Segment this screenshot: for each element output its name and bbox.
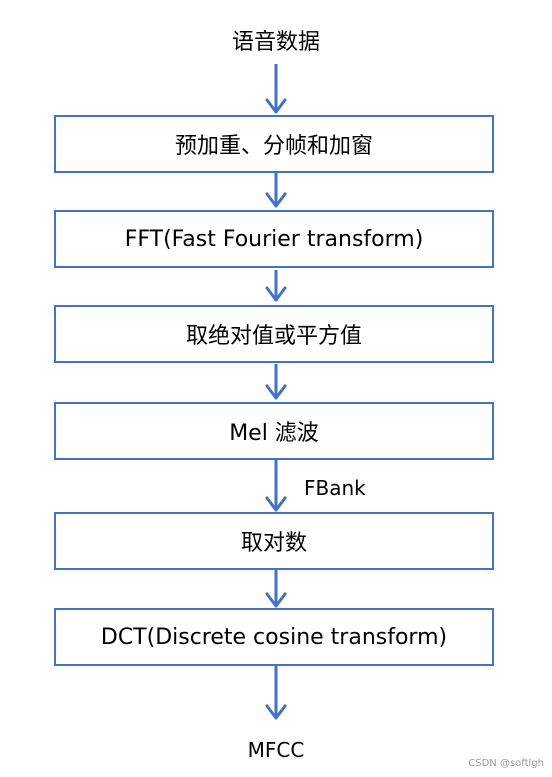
step-preemphasis-framing-windowing: 预加重、分帧和加窗 bbox=[54, 115, 494, 173]
output-label: MFCC bbox=[247, 738, 305, 762]
watermark: CSDN @softlgh bbox=[468, 758, 544, 769]
input-label: 语音数据 bbox=[231, 30, 320, 55]
step-fft: FFT(Fast Fourier transform) bbox=[54, 210, 494, 268]
step-dct: DCT(Discrete cosine transform) bbox=[54, 608, 494, 666]
step-log: 取对数 bbox=[54, 512, 494, 570]
arrowhead-6 bbox=[265, 592, 287, 608]
arrowhead-2 bbox=[265, 192, 287, 208]
fbank-label: FBank bbox=[304, 476, 366, 500]
step-abs-or-square: 取绝对值或平方值 bbox=[54, 305, 494, 363]
arrowhead-1 bbox=[265, 98, 287, 114]
arrowhead-4 bbox=[265, 384, 287, 400]
step-mel-filter: Mel 滤波 bbox=[54, 402, 494, 460]
arrowhead-3 bbox=[265, 286, 287, 302]
arrowhead-7 bbox=[265, 704, 287, 720]
arrowhead-5 bbox=[265, 496, 287, 512]
